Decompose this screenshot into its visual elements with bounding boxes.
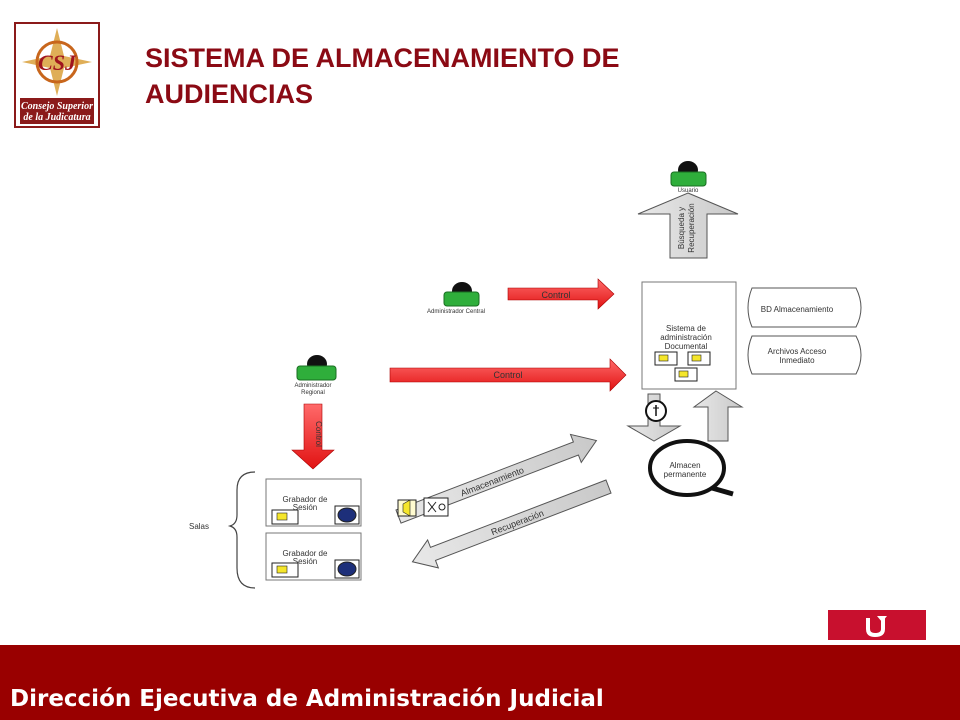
bd-almacenamiento-shape [747, 287, 862, 328]
almacen-permanente-shape [648, 439, 734, 497]
admin-central-label: Administrador Central [427, 309, 485, 315]
busqueda-label-2: Recuperación [687, 203, 696, 252]
control-arrow-mid [389, 358, 627, 392]
sync-icon [645, 400, 667, 422]
sistema-label-3: Documental [665, 342, 708, 351]
grabador2-label-1: Grabador de [283, 549, 328, 558]
folder-icon [271, 562, 299, 578]
usuario-label: Usuario [678, 188, 699, 194]
svg-text:de la Judicatura: de la Judicatura [23, 112, 90, 123]
footer-text: Dirección Ejecutiva de Administración Ju… [10, 686, 604, 712]
up-arrow-from-almacen [692, 390, 744, 442]
csj-logo: CSJ Consejo Superior de la Judicatura [14, 22, 100, 128]
disc-icon [334, 559, 360, 579]
control-down-label: Control [314, 421, 323, 447]
grabador1-label-2: Sesión [293, 503, 317, 512]
svg-text:CSJ: CSJ [38, 50, 77, 75]
control-arrow-top [507, 278, 615, 310]
control-mid-label: Control [493, 370, 522, 380]
archivos-label-1: Archivos Acceso [768, 347, 827, 356]
admin-regional-person-icon [296, 355, 337, 381]
almacen-label-1: Almacen [669, 461, 700, 470]
admin-central-person-icon [443, 282, 480, 307]
return-arrow-icon [866, 616, 887, 638]
bd-label: BD Almacenamiento [761, 305, 834, 314]
archivos-shape [747, 335, 862, 375]
folder-icon [271, 509, 299, 525]
control-arrow-down [291, 403, 335, 470]
recuperacion-arrow: Recuperación [411, 479, 612, 569]
page-title: SISTEMA DE ALMACENAMIENTO DE AUDIENCIAS [145, 43, 620, 109]
audience-storage-diagram: Usuario Búsqueda y Recuperación Administ… [189, 161, 862, 589]
busqueda-arrow [637, 192, 739, 259]
folder-icon [654, 351, 711, 382]
salas-bracket [227, 471, 256, 589]
admin-regional-label-2: Regional [301, 390, 325, 396]
salas-label: Salas [189, 522, 209, 531]
footer-bar [0, 645, 960, 720]
sistema-label-2: administración [660, 333, 712, 342]
audio-device-icon [423, 497, 449, 517]
archivos-label-2: Inmediato [779, 356, 815, 365]
control-top-label: Control [541, 290, 570, 300]
grabador1-label-1: Grabador de [283, 495, 328, 504]
almacen-label-2: permanente [664, 470, 707, 479]
svg-text:Consejo Superior: Consejo Superior [21, 101, 93, 112]
usuario-person-icon [670, 161, 707, 187]
speaker-icon [397, 499, 417, 517]
busqueda-label-1: Búsqueda y [677, 207, 686, 249]
disc-icon [334, 505, 360, 525]
grabador2-label-2: Sesión [293, 557, 317, 566]
sistema-label-1: Sistema de [666, 324, 707, 333]
admin-regional-label-1: Administrador [294, 383, 331, 389]
return-button[interactable] [828, 610, 926, 640]
